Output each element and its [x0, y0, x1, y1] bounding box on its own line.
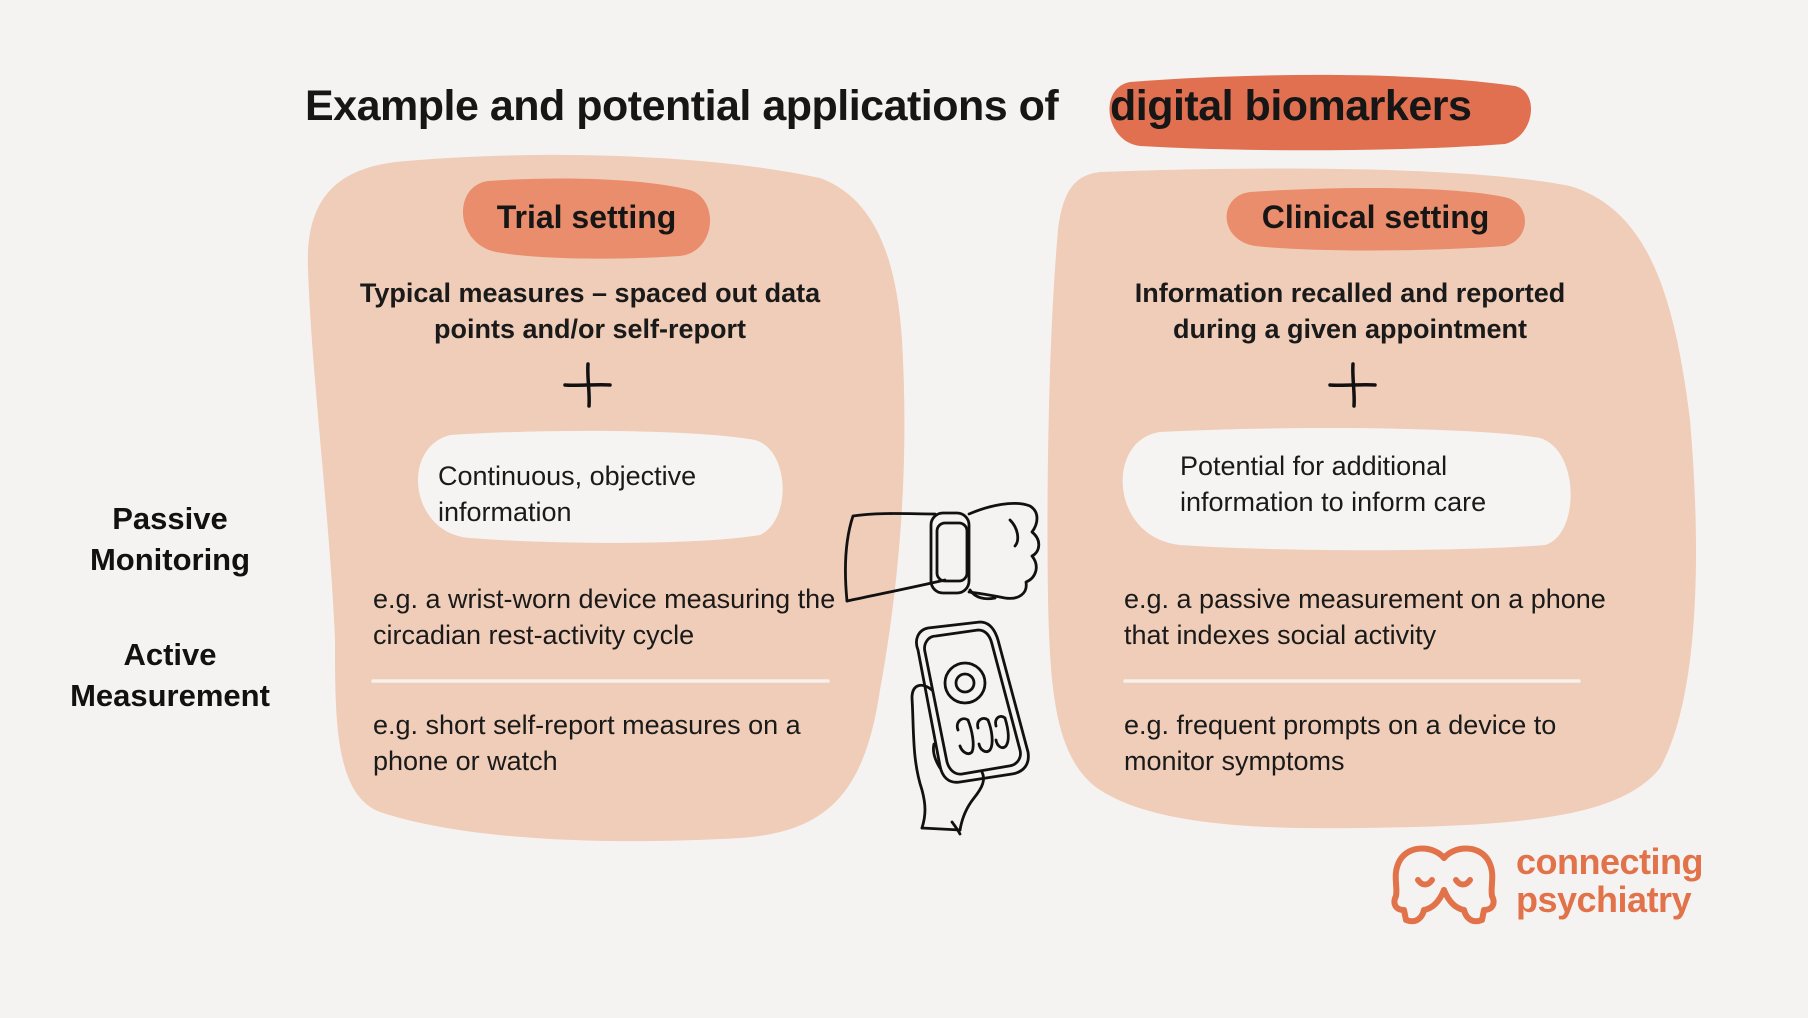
trial-additional-info: Continuous, objective information — [438, 461, 697, 527]
smartwatch-wrist-icon — [844, 502, 1041, 603]
page-title: Example and potential applications of — [305, 82, 1059, 130]
hand-holding-phone-icon — [910, 620, 1030, 836]
title-highlight-pill — [1109, 74, 1532, 151]
plus-icon — [1328, 362, 1377, 408]
trial-typical-measures: Typical measures – spaced out data point… — [359, 278, 821, 344]
clinical-setting-label: Clinical setting — [1261, 199, 1490, 235]
trial-setting-label: Trial setting — [496, 199, 677, 235]
trial-passive-example: e.g. a wrist-worn device measuring the c… — [373, 584, 836, 650]
clinical-addition-cloud — [1122, 428, 1571, 551]
clinical-typical-measures: Information recalled and reported during… — [1134, 278, 1566, 344]
trial-addition-cloud — [417, 430, 783, 543]
active-measurement-label: Active Measurement — [70, 637, 270, 713]
clinical-setting-pill — [1226, 188, 1525, 251]
trial-setting-pill — [462, 178, 711, 259]
passive-monitoring-label: Passive Monitoring — [89, 501, 251, 577]
trial-active-example: e.g. short self-report measures on a pho… — [373, 710, 801, 776]
clinical-additional-info: Potential for additional information to … — [1180, 451, 1487, 517]
clinical-passive-example: e.g. a passive measurement on a phone th… — [1124, 584, 1606, 650]
brand-name-line2: psychiatry — [1516, 879, 1692, 920]
brand-name-line1: connecting — [1516, 841, 1704, 882]
clinical-active-example: e.g. frequent prompts on a device to mon… — [1124, 710, 1557, 776]
connecting-heads-logo-icon — [1391, 845, 1497, 925]
title-highlight-text: digital biomarkers — [1110, 82, 1472, 130]
plus-icon — [563, 362, 612, 408]
